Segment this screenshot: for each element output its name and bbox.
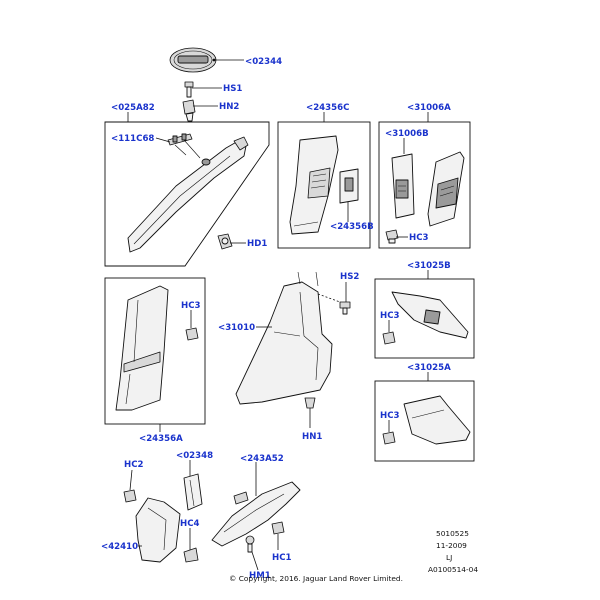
callout-02344[interactable]: <02344 [245,57,282,67]
callout-hn1[interactable]: HN1 [302,432,322,442]
clip-hc4-part [183,547,199,563]
callout-111c68[interactable]: <111C68 [111,134,154,144]
callout-24356b[interactable]: <24356B [330,222,374,232]
trim-31006b-part [391,153,415,219]
trim-31006a-part [427,151,465,227]
clip-hd1-part [217,233,233,250]
callout-hd1[interactable]: HD1 [247,239,267,249]
callout-31025b[interactable]: <31025B [407,261,451,271]
callout-025a82[interactable]: <025A82 [111,103,155,113]
group-box-31006a [378,121,471,249]
callout-hc4[interactable]: HC4 [180,519,199,529]
trim-42410-part [135,497,181,563]
clip-hn1-part [304,397,316,409]
callout-hc3-b[interactable]: HC3 [380,311,399,321]
group-box-31025b [374,278,475,359]
bracket-02348-part [183,473,203,511]
drawing-date: 11-2009 [436,541,467,550]
ref-number: 5010525 [436,529,469,538]
b-pillar-upper-trim-part [289,135,339,235]
callout-hs1[interactable]: HS1 [223,84,242,94]
trim-31025a-part [403,395,471,445]
b-pillar-lower-trim-part [115,285,169,411]
clip-hm1-part [245,535,255,553]
b-pillar-switch-24356b-part [339,168,359,204]
callout-hn2[interactable]: HN2 [219,102,239,112]
callout-24356a[interactable]: <24356A [139,434,183,444]
trim-243a52-part [211,481,301,547]
callout-02348[interactable]: <02348 [176,451,213,461]
drawing-code: A0100514-04 [428,565,478,574]
callout-hm1[interactable]: HM1 [249,571,271,581]
callout-hc3-c[interactable]: HC3 [181,301,200,311]
callout-24356c[interactable]: <24356C [306,103,349,113]
a-pillar-trim-part [127,136,249,253]
leader-hm1 [251,551,259,571]
clip-hc1-part [271,521,285,535]
clip-hc3-b-part [382,331,396,345]
callout-hc3-a[interactable]: HC3 [409,233,428,243]
leader-hc2 [129,469,133,491]
callout-31006b[interactable]: <31006B [385,129,429,139]
leader-111c68 [155,137,171,143]
main-trim-31010-part [235,271,333,405]
clip-hc3-d-part [382,431,396,445]
callout-31006a[interactable]: <31006A [407,103,451,113]
clip-hc3-a-part [385,229,399,244]
callout-31025a[interactable]: <31025A [407,363,451,373]
callout-hs2[interactable]: HS2 [340,272,359,282]
author-initials: LJ [446,553,452,562]
callout-31010[interactable]: <31010 [218,323,255,333]
callout-hc3-d[interactable]: HC3 [380,411,399,421]
callout-243a52[interactable]: <243A52 [240,454,284,464]
callout-hc1[interactable]: HC1 [272,553,291,563]
badge-part [169,47,217,73]
hs2-dash-lead [317,293,341,303]
clip-hc2-part [123,489,137,503]
screw-hs2-part [339,301,351,315]
copyright-notice: © Copyright, 2016. Jaguar Land Rover Lim… [229,574,403,583]
clip-bracket-111c68-part [167,133,201,159]
group-box-025a82 [104,121,270,267]
callout-hc2[interactable]: HC2 [124,460,143,470]
group-box-24356a [104,277,206,425]
group-box-31025a [374,380,475,462]
screw-hs1-part [184,81,194,98]
clip-hc3-c-part [185,327,199,341]
trim-31025b-part [391,291,469,339]
leader-dot [212,58,216,62]
callout-42410[interactable]: <42410 [101,542,138,552]
clip-hn2-part [182,99,196,122]
